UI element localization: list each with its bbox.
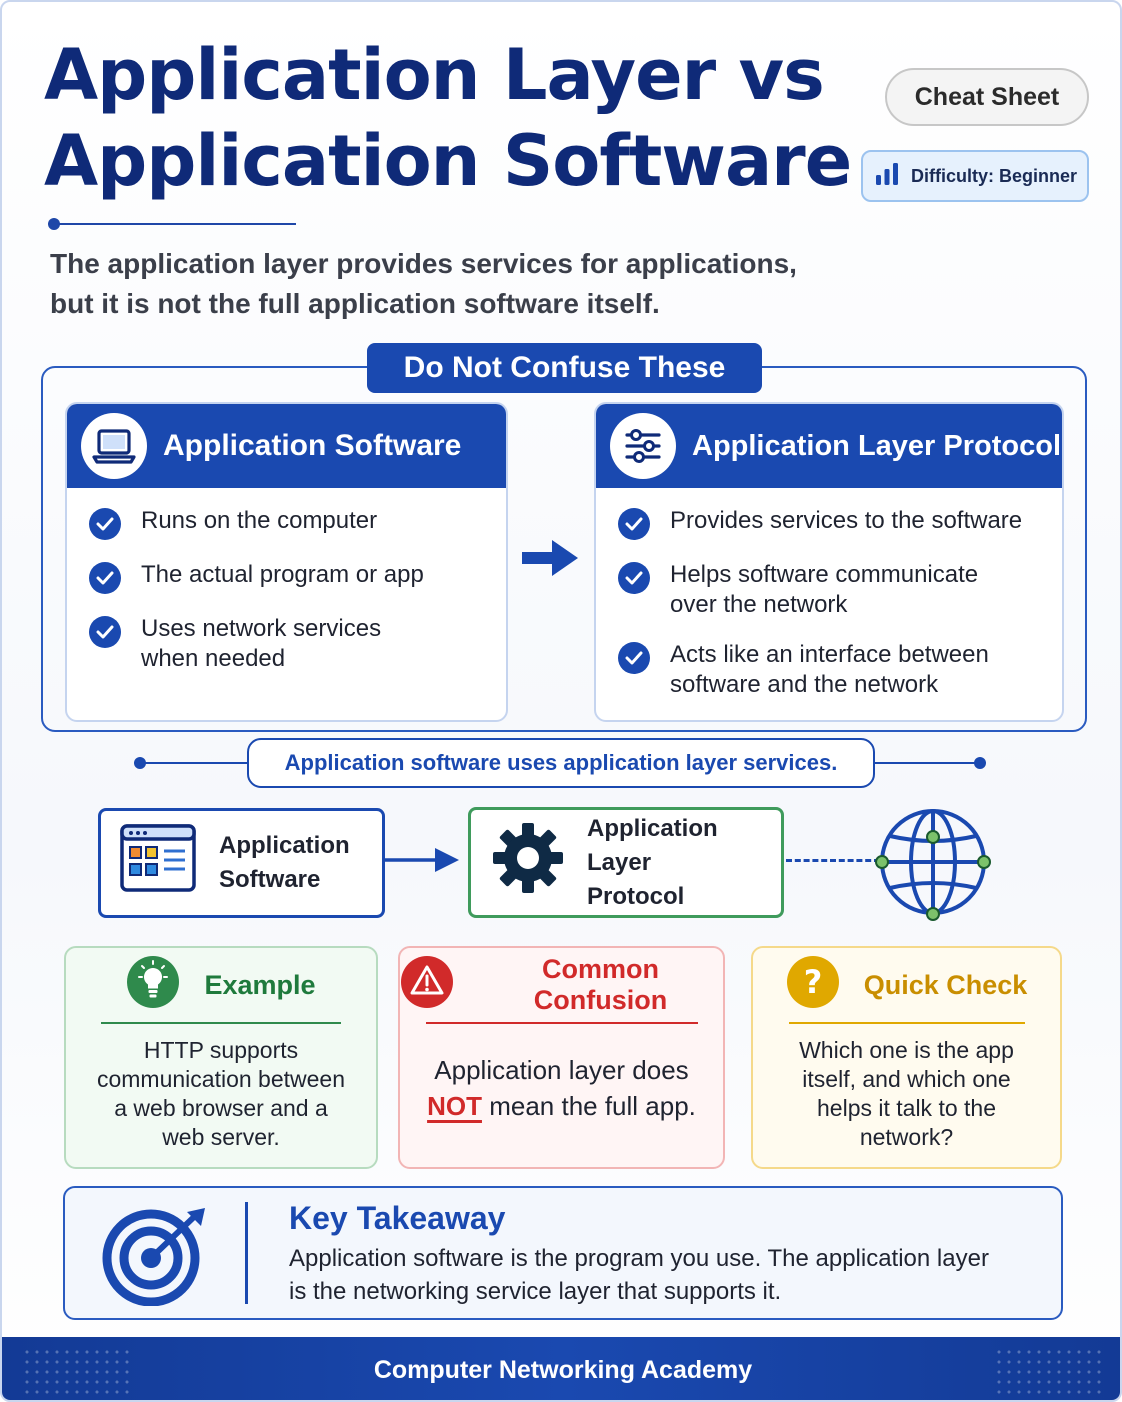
gear-icon [491, 821, 565, 905]
list-item: Runs on the computer [89, 506, 506, 540]
app-layer-title: Application Layer Protocol [692, 429, 1061, 462]
example-body: HTTP supports communication between a we… [96, 1037, 346, 1150]
takeaway-body: Application software is the program you … [289, 1245, 989, 1305]
flow-arrow-icon [385, 844, 461, 881]
difficulty-label: Difficulty: Beginner [911, 165, 1078, 186]
svg-text:?: ? [803, 963, 822, 1001]
confusion-divider [425, 1022, 698, 1024]
app-layer-card: Application Layer Protocol Provides serv… [594, 402, 1064, 722]
confusion-emphasis: NOT [427, 1091, 482, 1121]
app-layer-header: Application Layer Protocol [596, 404, 1062, 488]
confusion-title: Common Confusion [533, 954, 668, 1015]
app-software-list: Runs on the computer The actual program … [67, 488, 506, 674]
confusion-text-before: Application layer does [434, 1055, 689, 1085]
bar-chart-icon [875, 162, 899, 190]
list-item-text: Acts like an interface between software … [670, 641, 989, 698]
list-item: Provides services to the software [618, 506, 1062, 540]
right-arrow-icon [522, 538, 580, 583]
app-layer-list: Provides services to the software Helps … [596, 488, 1062, 700]
takeaway-divider [245, 1202, 248, 1304]
statement-connector-right [874, 762, 980, 764]
footer-dots-left [22, 1347, 132, 1397]
statement-connector-left [140, 762, 248, 764]
check-icon [618, 508, 650, 540]
takeaway-title: Key Takeaway [289, 1200, 506, 1236]
title-underline-dot [48, 218, 60, 230]
check-icon [89, 562, 121, 594]
app-software-title: Application Software [163, 429, 462, 462]
example-header: Example [66, 948, 376, 1022]
app-window-icon [119, 823, 197, 903]
app-software-card: Application Software Runs on the compute… [65, 402, 508, 722]
target-icon [99, 1202, 211, 1311]
list-item: The actual program or app [89, 560, 506, 594]
cheat-sheet-badge: Cheat Sheet [885, 68, 1089, 126]
flow-app-software: Application Software [98, 808, 385, 918]
question-icon: ? [786, 955, 840, 1016]
page-subtitle: The application layer provides services … [50, 248, 797, 319]
quick-check-header: ? Quick Check [753, 948, 1060, 1022]
dashed-connector [786, 859, 880, 862]
confusion-text-after: mean the full app. [489, 1091, 696, 1121]
lightbulb-icon [126, 955, 180, 1016]
footer-text: Computer Networking Academy [373, 1356, 753, 1384]
flow-app-layer-protocol: Application Layer Protocol [468, 807, 784, 918]
check-icon [618, 562, 650, 594]
quick-check-divider [788, 1022, 1025, 1024]
example-divider [101, 1022, 341, 1024]
key-takeaway-panel: Key Takeaway Application software is the… [63, 1186, 1063, 1320]
difficulty-badge: Difficulty: Beginner [861, 150, 1089, 202]
app-software-header: Application Software [67, 404, 506, 488]
quick-check-body: Which one is the app itself, and which o… [799, 1037, 1014, 1150]
list-item-text: Uses network services when needed [141, 615, 382, 672]
list-item-text: Helps software communicate over the netw… [670, 561, 979, 618]
list-item: Acts like an interface between software … [618, 640, 1062, 700]
laptop-icon [81, 413, 147, 479]
common-confusion-card: Common Confusion Application layer does … [398, 946, 725, 1169]
list-item-text: The actual program or app [141, 561, 424, 588]
statement-dot-right [974, 757, 986, 769]
globe-icon [872, 802, 994, 929]
quick-check-title: Quick Check [863, 969, 1028, 1000]
flow-proto-label: Application Layer Protocol [587, 814, 718, 910]
check-icon [89, 616, 121, 648]
page-title: Application Layer vs Application Softwar… [44, 34, 852, 202]
confusion-header: Common Confusion [400, 948, 723, 1022]
check-icon [89, 508, 121, 540]
list-item-text: Runs on the computer [141, 507, 378, 534]
relation-statement: Application software uses application la… [247, 738, 875, 788]
cheat-sheet-label: Cheat Sheet [914, 82, 1060, 111]
example-title: Example [204, 969, 316, 1000]
footer-dots-right [994, 1347, 1104, 1397]
sliders-icon [610, 413, 676, 479]
warning-icon [400, 955, 454, 1016]
footer-bar: Computer Networking Academy [2, 1337, 1120, 1400]
example-card: Example HTTP supports communication betw… [64, 946, 378, 1169]
quick-check-card: ? Quick Check Which one is the app itsel… [751, 946, 1062, 1169]
compare-banner: Do Not Confuse These [367, 343, 762, 393]
list-item-text: Provides services to the software [670, 507, 1023, 534]
check-icon [618, 642, 650, 674]
title-underline [50, 223, 296, 225]
statement-dot-left [134, 757, 146, 769]
list-item: Uses network services when needed [89, 614, 506, 674]
list-item: Helps software communicate over the netw… [618, 560, 1062, 620]
confusion-body: Application layer does NOT mean the full… [400, 1024, 723, 1124]
flow-app-label: Application Software [219, 832, 350, 893]
